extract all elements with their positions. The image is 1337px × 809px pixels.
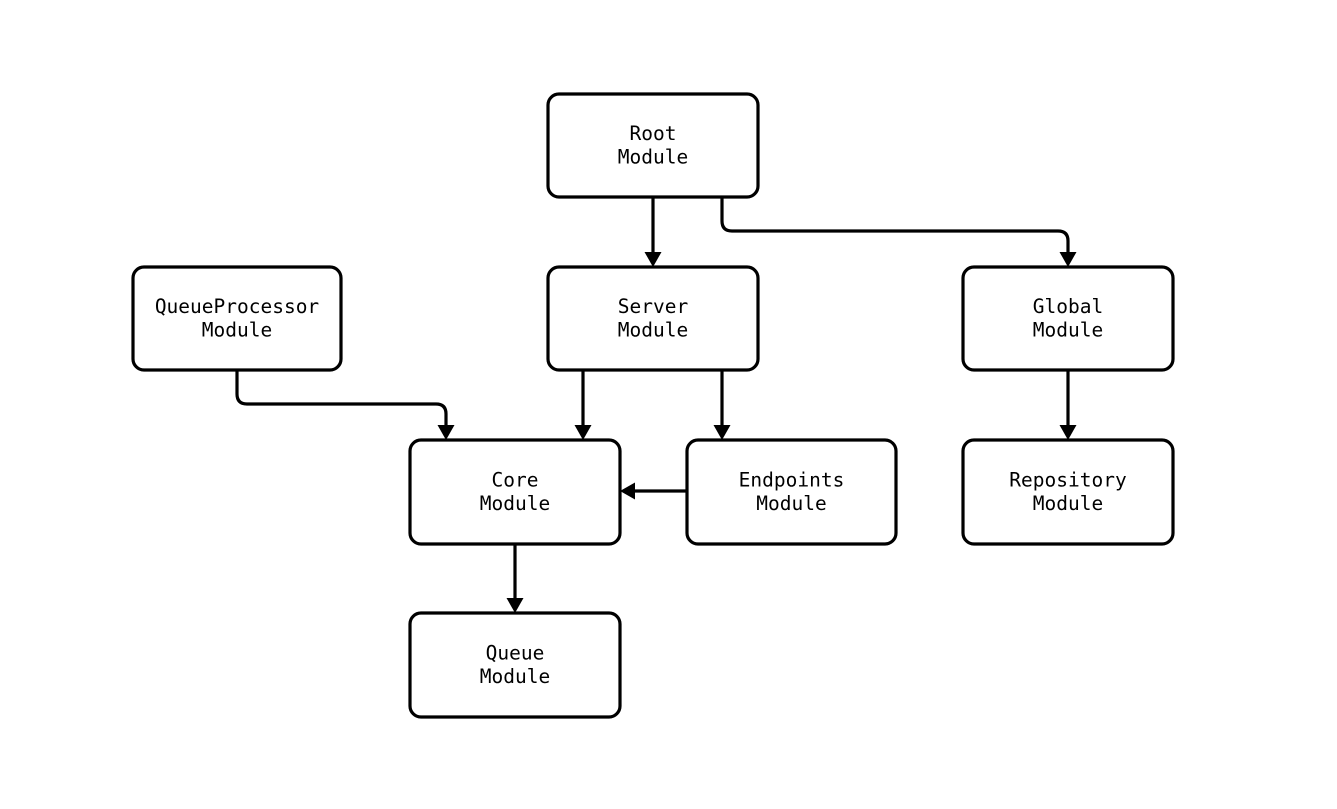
edge-layer bbox=[235, 197, 1077, 613]
node-box-repository[interactable] bbox=[961, 438, 1175, 546]
arrowhead-server-to-endpoints bbox=[713, 425, 731, 440]
node-label-line1-server: Server bbox=[618, 294, 688, 317]
arrowhead-root-to-server bbox=[644, 252, 662, 267]
node-label-line2-repository: Module bbox=[1033, 492, 1103, 515]
node-label-line2-root: Module bbox=[618, 145, 688, 168]
node-box-root[interactable] bbox=[546, 92, 760, 199]
edge-line-root-to-global bbox=[720, 197, 1070, 253]
edge-global-to-repository bbox=[1059, 370, 1077, 440]
arrowhead-root-to-global bbox=[1059, 252, 1077, 267]
arrowhead-core-to-queue bbox=[506, 598, 524, 613]
arrowhead-global-to-repository bbox=[1059, 425, 1077, 440]
node-label-line2-server: Module bbox=[618, 318, 688, 341]
arrowhead-queueprocessor-to-core bbox=[437, 425, 455, 440]
edge-line-queueprocessor-to-core bbox=[235, 370, 448, 426]
node-label-line2-core: Module bbox=[480, 492, 550, 515]
node-box-core[interactable] bbox=[408, 438, 622, 546]
node-label-line1-queueprocessor: QueueProcessor bbox=[155, 294, 319, 317]
edge-server-to-core bbox=[574, 370, 592, 440]
node-box-server[interactable] bbox=[546, 265, 760, 372]
node-box-queue[interactable] bbox=[408, 611, 622, 719]
node-label-line1-repository: Repository bbox=[1009, 468, 1126, 491]
edge-endpoints-to-core bbox=[620, 482, 687, 500]
node-label-line1-queue: Queue bbox=[486, 641, 545, 664]
arrowhead-server-to-core bbox=[574, 425, 592, 440]
node-box-global[interactable] bbox=[961, 265, 1175, 372]
node-label-line2-global: Module bbox=[1033, 318, 1103, 341]
arrowhead-endpoints-to-core bbox=[620, 482, 635, 500]
node-box-queueprocessor[interactable] bbox=[131, 265, 343, 372]
node-box-endpoints[interactable] bbox=[685, 438, 898, 546]
edge-root-to-global bbox=[720, 197, 1077, 267]
node-label-line2-queue: Module bbox=[480, 665, 550, 688]
edge-queueprocessor-to-core bbox=[235, 370, 455, 440]
node-label-line1-core: Core bbox=[492, 468, 539, 491]
node-label-line1-endpoints: Endpoints bbox=[739, 468, 845, 491]
edge-core-to-queue bbox=[506, 544, 524, 613]
node-label-line2-endpoints: Module bbox=[756, 492, 826, 515]
edge-server-to-endpoints bbox=[713, 370, 731, 440]
node-label-line2-queueprocessor: Module bbox=[202, 318, 272, 341]
node-label-line1-global: Global bbox=[1033, 294, 1103, 317]
edge-root-to-server bbox=[644, 197, 662, 267]
node-label-line1-root: Root bbox=[630, 121, 677, 144]
